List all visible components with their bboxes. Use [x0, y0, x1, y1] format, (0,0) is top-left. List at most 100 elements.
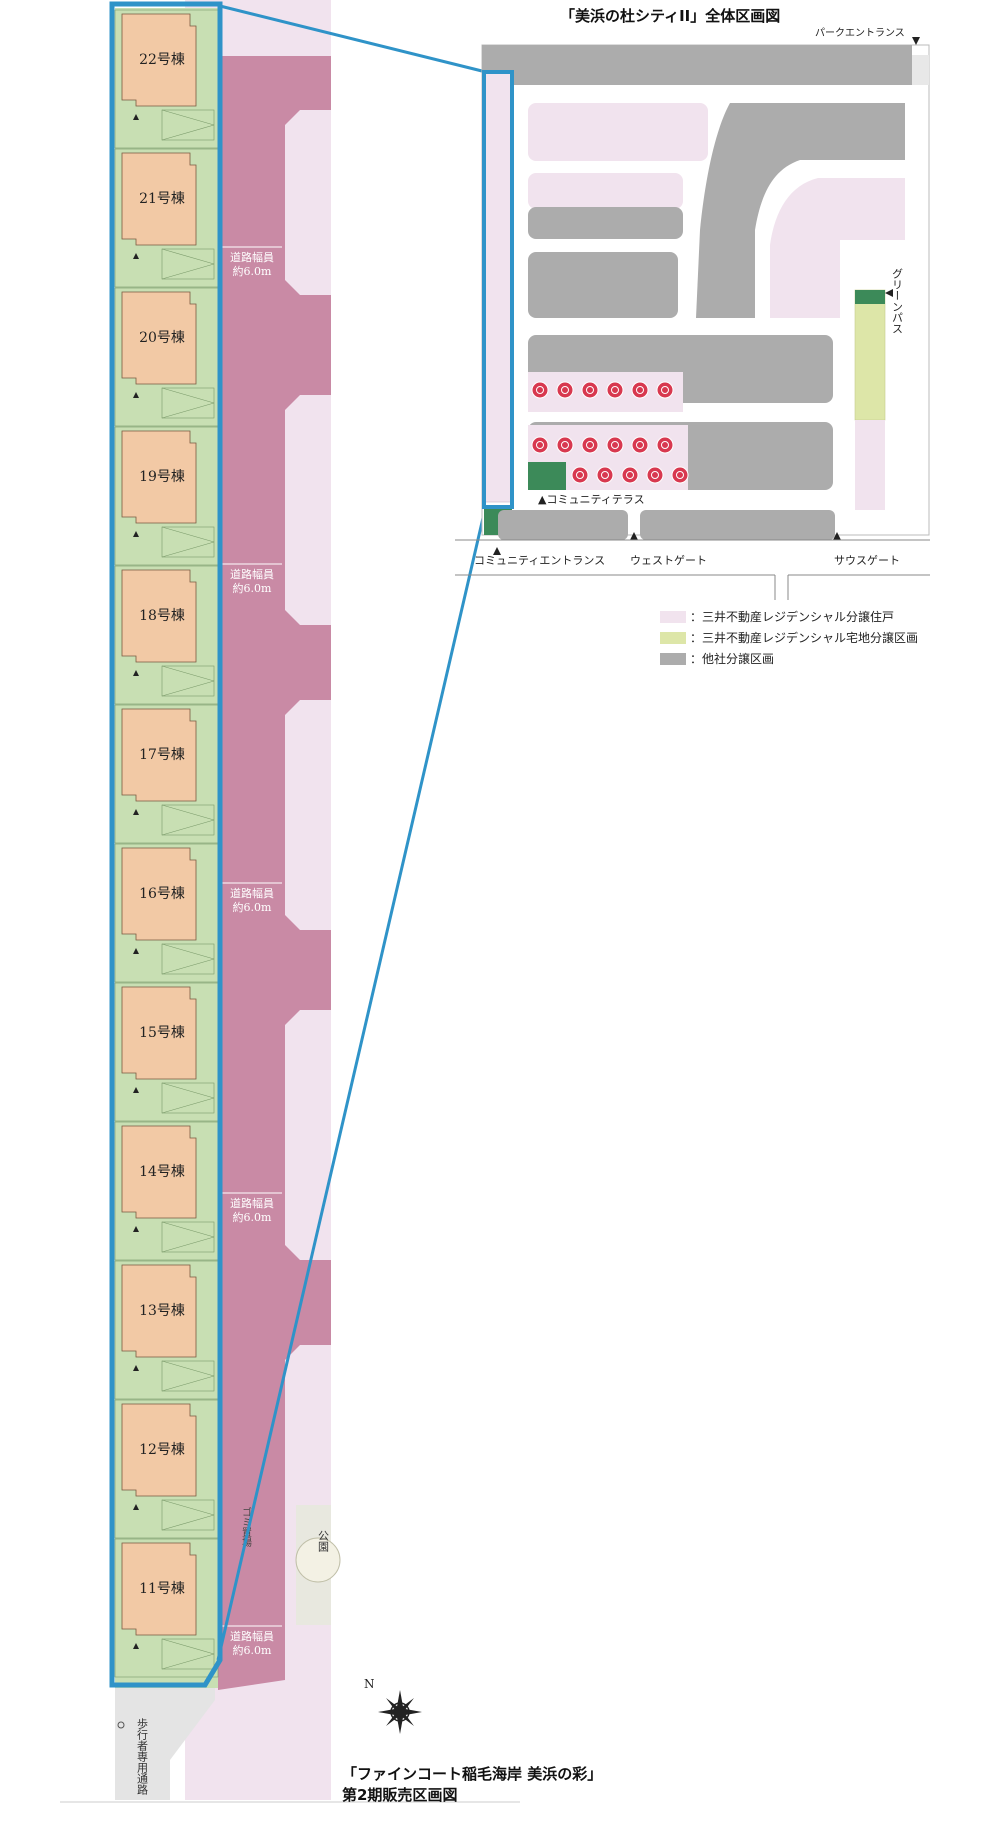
house-lot: 21号棟: [114, 148, 219, 288]
house-footprint: [121, 708, 197, 802]
north-compass: N: [364, 1677, 422, 1734]
rose-icon: [631, 381, 649, 399]
rose-icon-center: [611, 386, 619, 394]
rose-icon-center: [576, 471, 584, 479]
parking-line: [161, 263, 215, 280]
house-footprint: [121, 430, 197, 524]
road-width-value: 約6.0m: [233, 1643, 272, 1657]
rose-icon-center: [586, 386, 594, 394]
other-block-2: [528, 207, 683, 239]
community-terrace-green: [528, 462, 566, 490]
gate-marker-west: [630, 532, 638, 540]
rose-icon-center: [561, 386, 569, 394]
rose-icon: [556, 436, 574, 454]
rose-icon: [646, 466, 664, 484]
main-road: [218, 56, 331, 1690]
rose-icon: [621, 466, 639, 484]
entrance-marker: [133, 114, 139, 120]
house-footprint: [121, 986, 197, 1080]
entrance-marker: [133, 531, 139, 537]
house-footprint: [121, 847, 197, 941]
phase2-map: 22号棟21号棟20号棟19号棟18号棟17号棟16号棟15号棟14号棟13号棟…: [60, 0, 520, 1803]
residential-block-2: [528, 173, 683, 209]
rose-icon: [631, 436, 649, 454]
zoom-line-bottom: [216, 504, 488, 1661]
entrance-marker: [133, 1365, 139, 1371]
legend-label-other: ：他社分譲区画: [690, 652, 775, 666]
pedestrian-path: [115, 1685, 215, 1800]
rose-icon-center: [636, 441, 644, 449]
parking-line: [161, 1082, 215, 1099]
rose-icon: [671, 466, 689, 484]
house-footprint: [121, 152, 197, 246]
pedestrian-path-label: 歩行者専用通路: [136, 1717, 149, 1796]
entrance-marker: [133, 1087, 139, 1093]
road-width-text: 道路幅員: [230, 567, 274, 581]
gate-marker-park: [912, 37, 920, 45]
parking-line: [161, 1360, 215, 1377]
house-lot: 15号棟: [114, 982, 219, 1122]
entrance-marker: [133, 392, 139, 398]
park-entrance-gate: [912, 55, 929, 85]
building-label: 20号棟: [139, 330, 185, 346]
rose-icon-center: [626, 471, 634, 479]
park-label: 公園: [317, 1530, 330, 1553]
other-block-3: [528, 252, 678, 318]
entrance-marker: [133, 809, 139, 815]
rose-icon: [656, 381, 674, 399]
rose-icon: [606, 436, 624, 454]
other-block-bottom-2: [640, 510, 835, 540]
green-path-marker: [855, 290, 885, 304]
building-label: 12号棟: [139, 1442, 185, 1458]
road-width-text: 道路幅員: [230, 1196, 274, 1210]
building-label: 21号棟: [139, 191, 185, 207]
overall-highlight: [482, 70, 514, 509]
building-label: 18号棟: [139, 608, 185, 624]
legend-swatch-residential: [660, 610, 686, 623]
house-lot: 20号棟: [114, 287, 219, 427]
rose-icon-center: [536, 441, 544, 449]
house-lot: 14号棟: [114, 1121, 219, 1261]
road-width-value: 約6.0m: [233, 581, 272, 595]
road-width-value: 約6.0m: [233, 900, 272, 914]
house-lot: 18号棟: [114, 565, 219, 705]
entrance-marker: [133, 1643, 139, 1649]
legend-item-other: ：他社分譲区画: [660, 648, 918, 669]
parking-line: [161, 1236, 215, 1253]
road-width-text: 道路幅員: [230, 1629, 274, 1643]
rose-icon-center: [601, 471, 609, 479]
other-block-bottom-1: [498, 510, 628, 540]
parking-line: [161, 1375, 215, 1392]
parking-line: [161, 804, 215, 821]
legend-label-lot-sale: ：三井不動産レジデンシャル宅地分譲区画: [690, 631, 919, 645]
rose-icon: [596, 466, 614, 484]
building-label: 16号棟: [139, 886, 185, 902]
building-label: 19号棟: [139, 469, 185, 485]
other-block-top: [482, 45, 912, 85]
parking-line: [161, 819, 215, 836]
parking-line: [161, 402, 215, 419]
green-path-arrow: [885, 289, 893, 297]
house-lot: 22号棟: [114, 9, 219, 149]
rose-icon: [581, 381, 599, 399]
overall-map: [455, 37, 930, 600]
house-footprint: [121, 1264, 197, 1358]
other-block-curved: [696, 103, 905, 318]
parking-line: [161, 958, 215, 975]
building-label: 11号棟: [139, 1581, 185, 1597]
phase2-highlight: [109, 1, 223, 1688]
road-width-text: 道路幅員: [230, 250, 274, 264]
west-gate-label: ウェストゲート: [630, 554, 707, 567]
overall-map-title: 「美浜の杜シティII」全体区画図: [560, 7, 781, 25]
entrance-marker: [133, 253, 139, 259]
parking-line: [161, 526, 215, 543]
residential-column: [483, 71, 513, 503]
rose-icon: [556, 381, 574, 399]
building-label: 15号棟: [139, 1025, 185, 1041]
parking-line: [161, 943, 215, 960]
house-lot: 13号棟: [114, 1260, 219, 1400]
parking-line: [161, 541, 215, 558]
